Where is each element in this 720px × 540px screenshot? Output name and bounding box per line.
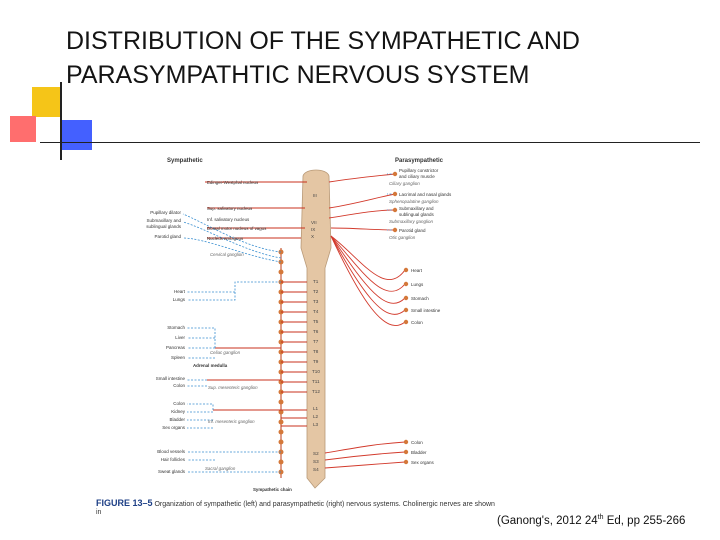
organ-label: Sex organs [162,425,186,430]
segment-label: L2 [313,414,319,419]
label-adrenal: Adrenal medulla [193,363,228,368]
segment-label: T1 [313,279,319,284]
title-line-1: DISTRIBUTION OF THE SYMPATHETIC AND [66,27,580,55]
organ-label: Stomach [167,325,185,330]
title-line-2: PARASYMPATHTIC NERVOUS SYSTEM [66,61,530,89]
heading-parasympathetic: Parasympathetic [395,158,444,164]
organ-label: Stomach [411,296,429,301]
segment-label: L1 [313,406,319,411]
left-organ-labels: Pupillary dilator Submaxillary and subli… [146,210,186,474]
label-inf-salivatory: Inf. salivatory nucleus [207,217,250,222]
organ-label: Heart [411,268,423,273]
spinal-cord [300,169,332,489]
organ-label: Parotid gland [154,234,181,239]
right-organ-labels: Pupillary constrictor and ciliary muscle… [389,168,452,465]
segment-label: T3 [313,299,319,304]
segment-label: T12 [312,389,320,394]
citation-sup: th [597,514,604,521]
organ-label: Spleen [171,355,186,360]
organ-label: Lungs [173,297,186,302]
label-celiac: Celiac ganglion [210,350,241,355]
segment-label: T8 [313,349,319,354]
organ-label: Bladder [169,417,185,422]
label-ambiguus: Nucleus ambiguus [207,236,244,241]
organ-label: Sex organs [411,460,435,465]
caption-label: FIGURE 13–5 [96,498,153,508]
organ-label: Small intestine [411,308,441,313]
organ-label: Bladder [411,450,427,455]
figure-caption: FIGURE 13–5 Organization of sympathetic … [96,499,496,517]
segment-label: T7 [313,339,319,344]
segment-label: X [311,234,314,239]
organ-label: Small intestine [156,376,186,381]
segment-label: T6 [313,329,319,334]
segment-label: T9 [313,359,319,364]
parasympathetic-preganglionic-fibers [324,173,406,469]
segment-label: S4 [313,467,319,472]
red-accent-square [10,116,36,142]
organ-label: Hair follicles [161,457,186,462]
organ-label: Submaxillary and [399,206,434,211]
cord-segment-labels: III VII IX X T1 T2 T3 T4 T5 T6 T7 T8 T9 … [311,193,320,472]
center-labels: Edinger-Westphal nucleus Sup. salivatory… [193,180,292,492]
organ-label: and ciliary muscle [399,174,435,179]
organ-label: Heart [174,289,186,294]
label-dorsal-motor: Dorsal motor nucleus of vagus [207,226,267,231]
preganglionic-fibers [205,181,307,427]
organ-label: Blood vessels [157,449,186,454]
citation-prefix: (Ganong's, 2012 24 [497,514,598,527]
organ-label: Sweat glands [158,469,186,474]
segment-label: T4 [313,309,319,314]
organ-label: sublingual glands [146,224,182,229]
segment-label: T5 [313,319,319,324]
organ-label: Parotid gland [399,228,426,233]
organ-label: Colon [173,401,185,406]
horizontal-rule [40,142,700,143]
slide-title: DISTRIBUTION OF THE SYMPATHETIC AND PARA… [66,24,706,92]
organ-label: Ciliary ganglion [389,181,420,186]
label-cervical: Cervical ganglion [210,252,244,257]
organ-label: Otic ganglion [389,235,416,240]
segment-label: VII [311,220,317,225]
organ-label: Kidney [171,409,186,414]
segment-label: T10 [312,369,320,374]
blue-accent-square [62,120,92,150]
yellow-accent-square [32,87,62,117]
citation: (Ganong's, 2012 24th Ed, pp 255-266 [497,514,685,527]
organ-label: Submaxillary and [146,218,181,223]
segment-label: S2 [313,451,319,456]
parasympathetic-ganglia [392,171,409,465]
organ-label: Submaxillary ganglion [389,219,434,224]
organ-label: Lungs [411,282,424,287]
organ-label: Pupillary constrictor [399,168,439,173]
segment-label: S3 [313,459,319,464]
organ-label: Colon [173,383,185,388]
vertical-rule [60,82,62,160]
label-sup-mesenteric: Sup. mesenteric ganglion [208,385,258,390]
segment-label: L3 [313,422,319,427]
organ-label: Sphenopalatine ganglion [389,199,439,204]
organ-label: Pancreas [166,345,186,350]
organ-label: sublingual glands [399,212,435,217]
label-inf-mesenteric: Inf. mesenteric ganglion [208,419,255,424]
organ-label: Lacrimal and nasal glands [399,192,452,197]
organ-label: Colon [411,440,423,445]
label-sup-salivatory: Sup. salivatory nucleus [207,206,253,211]
segment-label: III [313,193,317,198]
organ-label: Pupillary dilator [150,210,181,215]
label-sacral: Sacral ganglion [205,466,236,471]
citation-suffix: Ed, pp 255-266 [603,514,686,527]
label-edinger: Edinger-Westphal nucleus [207,180,259,185]
nervous-system-diagram: Sympathetic Parasympathetic III VII IX X… [146,158,452,492]
heading-sympathetic: Sympathetic [167,158,203,164]
caption-text: Organization of sympathetic (left) and p… [96,501,495,516]
organ-label: Liver [175,335,185,340]
segment-label: T11 [312,379,320,384]
segment-label: T2 [313,289,319,294]
label-chain: Sympathetic chain [253,487,292,492]
organ-label: Colon [411,320,423,325]
postganglionic-sympathetic-fibers [182,213,282,473]
segment-label: IX [311,227,315,232]
